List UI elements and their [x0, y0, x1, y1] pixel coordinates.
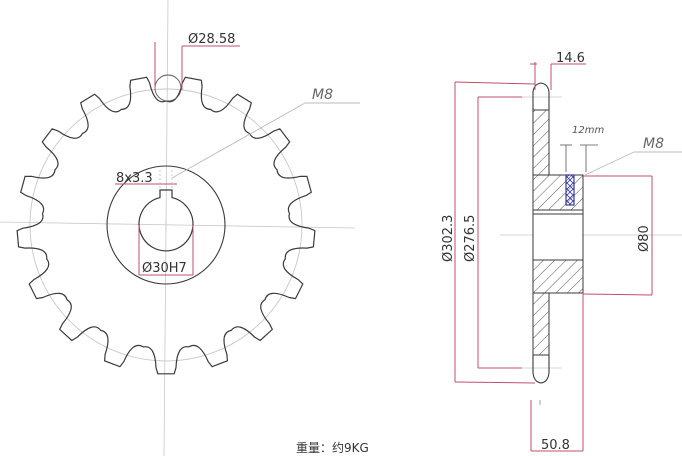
dim-outer-bottom	[454, 381, 536, 384]
pitch-circle	[29, 88, 303, 362]
side-view: 12mm M8 14.6 Ø302.3 Ø276.5 Ø80 50.8	[441, 51, 682, 453]
dim-outer-top	[454, 81, 536, 85]
label-set-screw-offset: 12mm	[572, 125, 604, 136]
label-outer-diameter: Ø302.3	[441, 215, 456, 262]
dim-hub-bottom	[582, 293, 653, 296]
hub-section-lower	[532, 259, 584, 294]
label-keyway: 8x3.3	[116, 171, 153, 186]
sprocket-outline	[16, 76, 316, 375]
label-pitch-diameter: Ø276.5	[463, 215, 478, 262]
tooth-tip-bottom	[532, 355, 550, 384]
label-hub-length: 50.8	[541, 438, 570, 453]
label-bore: Ø30H7	[142, 261, 187, 276]
hub-section-upper	[532, 174, 584, 211]
label-tooth-width: 14.6	[556, 51, 585, 66]
tooth-tip-top	[532, 82, 550, 110]
label-roller-diameter: Ø28.58	[188, 32, 235, 47]
weight-note: 重量：约9KG	[296, 440, 369, 455]
label-set-screw-side: M8	[643, 136, 664, 152]
hub-circle	[106, 165, 226, 285]
m8-side-leader-diagonal	[584, 151, 635, 176]
front-view: Ø28.58 8x3.3 Ø30H7 M8	[0, 0, 360, 456]
bore-region	[532, 209, 584, 261]
centerline-horizontal	[0, 221, 356, 229]
set-screw	[565, 174, 575, 206]
roller-circle	[154, 74, 182, 102]
plate-section-upper	[532, 109, 550, 176]
plate-section-lower	[532, 292, 550, 356]
bore-with-keyway	[138, 189, 194, 252]
label-set-screw-front: M8	[312, 87, 333, 103]
m8-leader-diagonal	[171, 102, 306, 179]
label-hub-diameter: Ø80	[637, 225, 652, 252]
